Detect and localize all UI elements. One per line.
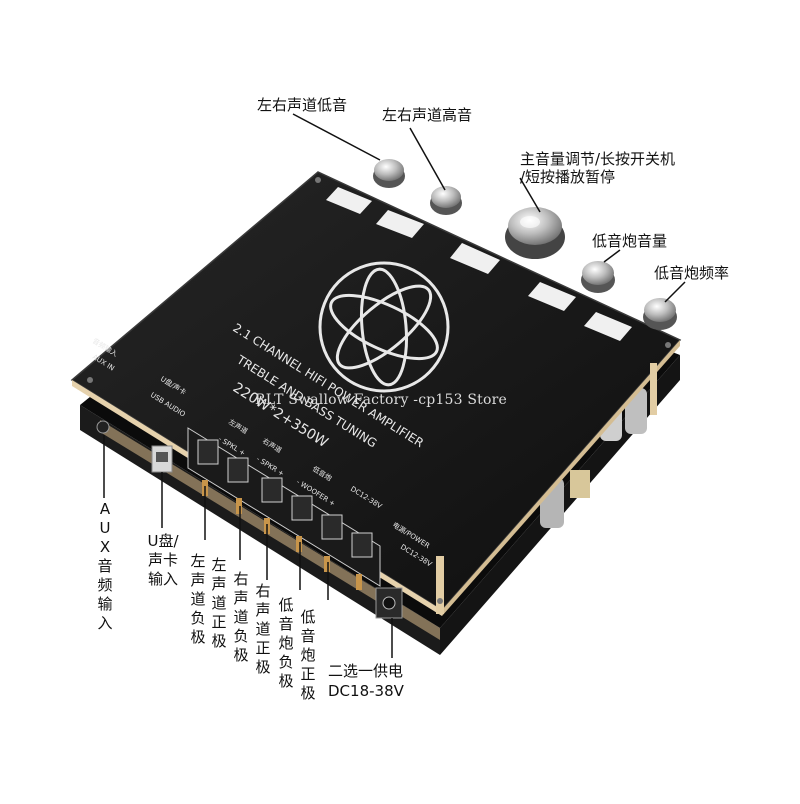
standoff bbox=[436, 556, 444, 614]
callout-main-volume-2: /短按播放暂停 bbox=[520, 168, 616, 186]
callout-woofer-frequency: 低音炮频率 bbox=[654, 264, 730, 282]
callout-left-positive: 左声道正极 bbox=[211, 556, 227, 650]
callout-main-volume-1: 主音量调节/长按开关机 bbox=[520, 150, 676, 168]
callout-power-2: DC18-38V bbox=[328, 682, 404, 700]
store-watermark: RLT Swallow Factory -cp153 Store bbox=[255, 392, 508, 408]
atom-logo bbox=[318, 261, 450, 393]
woofer-knobs bbox=[581, 261, 677, 330]
callout-right-positive: 右声道正极 bbox=[255, 582, 271, 676]
screw bbox=[315, 177, 321, 183]
callout-power-1: 二选一供电 bbox=[328, 662, 404, 680]
callout-woofer-volume: 低音炮音量 bbox=[592, 232, 668, 250]
top-panel-edge-side bbox=[442, 340, 680, 616]
screw bbox=[665, 342, 671, 348]
callout-usb-input: U盘/声卡输入 bbox=[147, 532, 179, 588]
screw bbox=[437, 598, 443, 604]
aux-jack bbox=[96, 420, 110, 434]
callout-woofer-positive: 低音炮正极 bbox=[300, 608, 316, 702]
callout-right-negative: 右声道负极 bbox=[233, 570, 249, 664]
callout-woofer-negative: 低音炮负极 bbox=[278, 596, 294, 690]
knob-label-tabs bbox=[326, 187, 632, 341]
treble-bass-knobs bbox=[373, 159, 462, 215]
standoff bbox=[650, 363, 657, 415]
speaker-terminal-block bbox=[187, 427, 381, 587]
callout-lr-treble: 左右声道高音 bbox=[382, 106, 473, 124]
callout-lr-bass: 左右声道低音 bbox=[257, 96, 348, 114]
component bbox=[570, 470, 590, 498]
callout-left-negative: 左声道负极 bbox=[190, 552, 206, 646]
main-volume-knob bbox=[505, 207, 565, 259]
callout-aux-input: AUX音频输入 bbox=[97, 500, 113, 632]
screw bbox=[87, 377, 93, 383]
leader-lines bbox=[103, 113, 686, 658]
usb-port bbox=[151, 445, 173, 473]
dc-jack bbox=[375, 587, 403, 619]
